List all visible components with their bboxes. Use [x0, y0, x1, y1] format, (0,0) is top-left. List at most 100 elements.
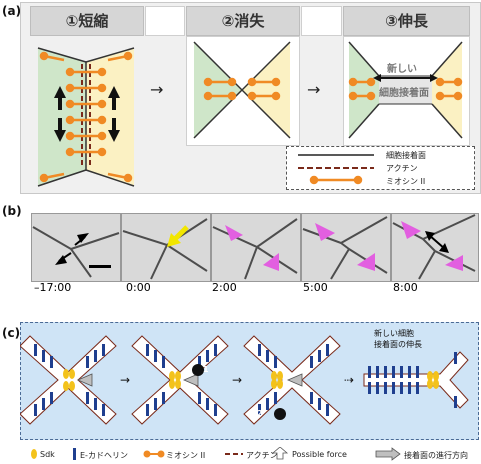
junction-line: [431, 103, 463, 139]
legend-c-ecad: E-カドヘリン: [80, 451, 128, 460]
myosin-cluster: [39, 51, 65, 62]
myosin-cluster: [39, 172, 65, 183]
time-label-3: 2:00: [212, 281, 237, 294]
panel-a-label: (a): [2, 4, 22, 18]
junction-line: [85, 169, 135, 187]
stage-1-header: ①短縮: [30, 6, 144, 36]
micrograph-overlay: [32, 214, 476, 280]
header-gap-2: [301, 6, 342, 36]
marker-2-circle: [274, 408, 286, 420]
myosin-cluster: [435, 77, 463, 87]
myosin-cluster: [247, 77, 281, 87]
myosin-cluster: [65, 147, 107, 157]
force-arrow: [286, 373, 303, 387]
arrowhead: [77, 233, 89, 243]
junction-line: [348, 41, 380, 77]
panel-a-legend: [286, 146, 475, 190]
legend-a-junction: 細胞接着面: [386, 151, 426, 160]
marker-1-label: 1: [203, 365, 209, 374]
stage-2-header: ②消失: [186, 6, 300, 36]
header-gap-1: [145, 6, 185, 36]
scale-bar: [89, 265, 111, 268]
stage-3-header: ③伸長: [343, 6, 470, 36]
legend-myosin-symbol: [143, 450, 165, 458]
c-new-junction-label-2: 接着面の伸長: [374, 340, 422, 349]
legend-a-symbols: [298, 154, 374, 185]
junction-line: [431, 41, 463, 77]
tj-diagram-4: [363, 351, 469, 409]
contraction-arrows: [54, 86, 120, 142]
magenta-arrowhead: [263, 253, 279, 271]
myosin-cluster: [203, 91, 237, 101]
junction-line: [85, 47, 135, 63]
myosin-cluster: [65, 67, 107, 77]
legend-force-symbol: [271, 447, 289, 460]
legend-c-sdk: Sdk: [40, 450, 55, 459]
c-arrow-3: ⇢: [344, 373, 354, 387]
myosin-cluster: [65, 83, 107, 93]
arrowhead: [55, 255, 67, 265]
legend-c-force: Possible force: [292, 450, 347, 459]
myosin-cluster: [65, 131, 107, 141]
stage-1-illustration: [37, 47, 135, 187]
magenta-arrowhead: [357, 253, 375, 271]
legend-sdk-symbol: [31, 449, 37, 459]
tj-diagram-3: [243, 335, 341, 425]
new-junction-region: [379, 76, 432, 104]
extension-arrowhead: [430, 74, 438, 82]
double-arrow: [425, 231, 449, 253]
time-label-2: 0:00: [126, 281, 151, 294]
legend-c-symbols: [31, 447, 401, 461]
magenta-arrowhead: [315, 223, 335, 241]
c-new-junction-label-1: 新しい細胞: [374, 329, 414, 338]
panel-c-label: (c): [2, 326, 21, 340]
c-arrow-1: →: [120, 373, 130, 387]
extension-arrowhead: [373, 74, 381, 82]
tj-diagram-1: [20, 335, 117, 425]
cell-yellow: [86, 48, 134, 186]
stage-arrow-2: →: [307, 80, 321, 99]
cell-edge-trace: [302, 216, 388, 280]
marker-1-circle: [192, 364, 204, 376]
myosin-cluster: [348, 91, 376, 101]
force-arrow: [182, 373, 199, 387]
new-junction-label-2: 細胞接着面: [379, 88, 429, 99]
panel-c-illustration: → → ⇢: [20, 335, 469, 425]
legend-ecad-symbol: [73, 448, 76, 460]
cell-edge-trace: [32, 226, 120, 278]
myosin-cluster: [203, 77, 237, 87]
cell-yellow: [242, 42, 290, 138]
junction-line: [37, 169, 87, 187]
force-arrow: [76, 373, 93, 387]
cell-yellow: [432, 42, 462, 138]
legend-c-actin: アクチン: [246, 451, 278, 460]
cell-edge-trace: [392, 214, 476, 280]
myosin-cluster: [107, 51, 133, 62]
time-label-5: 8:00: [393, 281, 418, 294]
myosin-cluster: [65, 115, 107, 125]
myosin-cluster: [65, 99, 107, 109]
magenta-arrowhead: [401, 221, 421, 239]
yellow-arrow: [167, 225, 189, 247]
cell-edge-trace: [122, 218, 208, 280]
junction-line: [348, 103, 380, 139]
stage-2-illustration: [193, 41, 291, 139]
legend-a-actin: アクチン: [386, 164, 418, 173]
new-junction-label-1: 新しい: [387, 64, 417, 75]
legend-direction-symbol: [375, 447, 401, 461]
cell-green: [349, 42, 379, 138]
time-label-1: –17:00: [34, 281, 72, 294]
legend-c-myosin: ミオシン II: [166, 451, 206, 460]
tj-diagram-2: [131, 335, 229, 425]
time-label-4: 5:00: [303, 281, 328, 294]
cell-edge-trace: [212, 218, 298, 280]
legend-myosin-symbol: [309, 175, 363, 185]
panel-b-label: (b): [2, 204, 22, 218]
legend-a-myosin: ミオシン II: [386, 177, 426, 186]
legend-c-direction: 接着面の進行方向: [404, 451, 468, 460]
magenta-arrowhead: [225, 225, 243, 241]
junction-line: [37, 47, 87, 63]
magenta-arrowhead: [445, 255, 463, 271]
myosin-cluster: [348, 77, 376, 87]
stage-arrow-1: →: [150, 80, 164, 99]
